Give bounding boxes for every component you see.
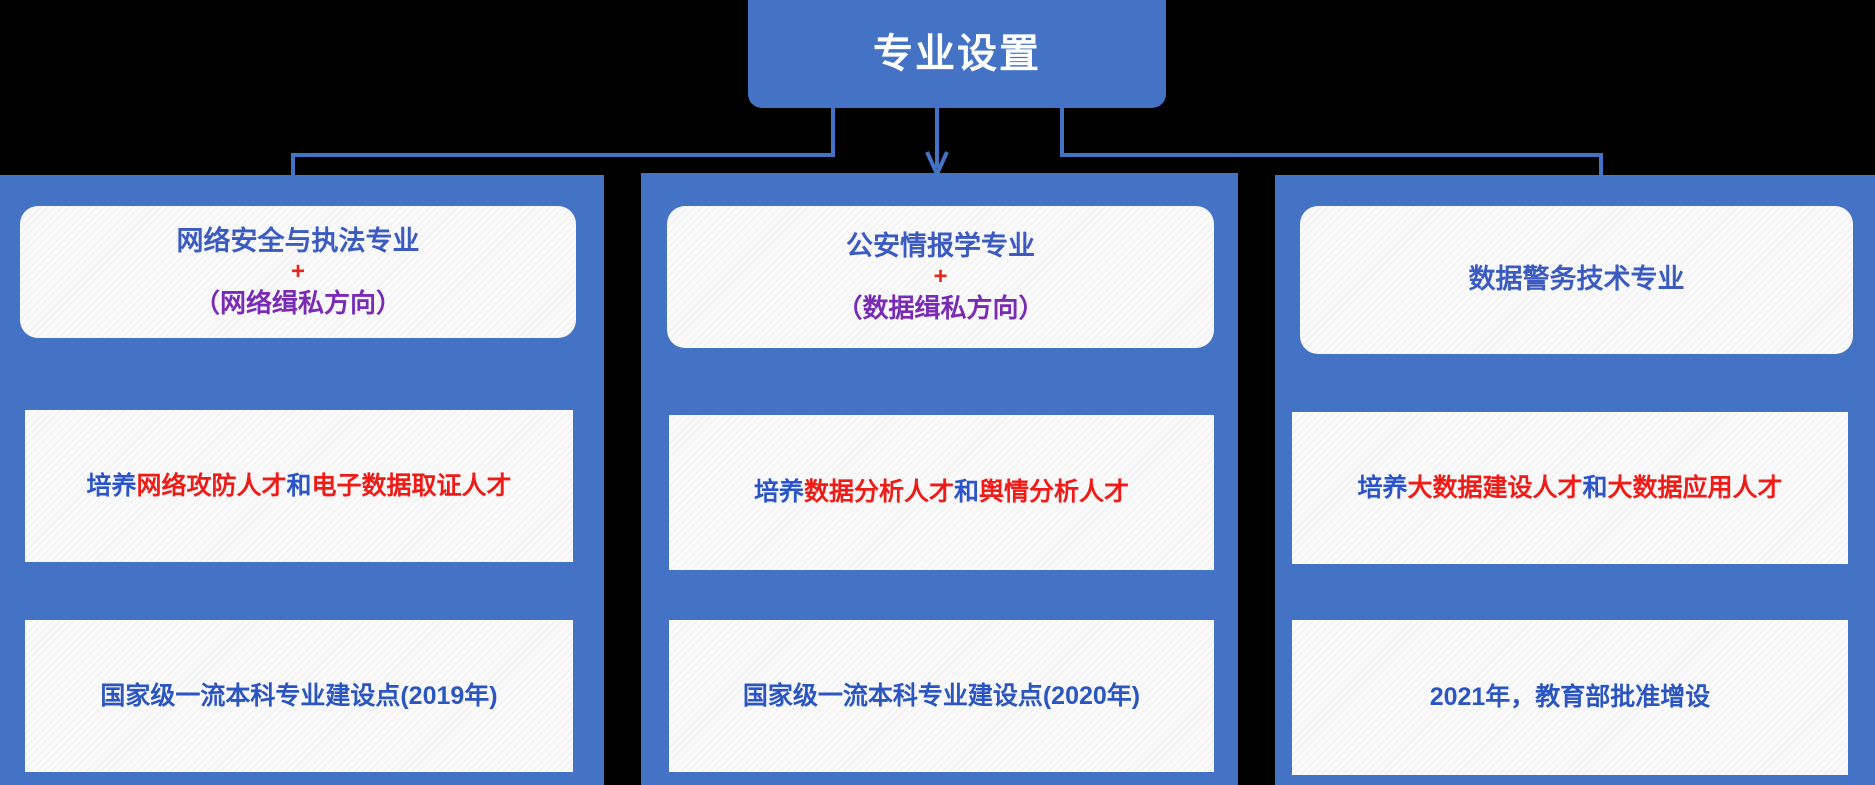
training-prefix-3: 培养	[1357, 473, 1408, 502]
training-card-2[interactable]: 培养数据分析人才和舆情分析人才	[669, 415, 1214, 570]
training-text-1: 培养网络攻防人才和电子数据取证人才	[86, 470, 511, 503]
training-text-2: 培养数据分析人才和舆情分析人才	[754, 476, 1129, 509]
training-card-1[interactable]: 培养网络攻防人才和电子数据取证人才	[25, 410, 573, 562]
plus-sign-1: +	[290, 258, 305, 286]
training-conj-2: 和	[954, 478, 980, 507]
training-conj-1: 和	[286, 471, 312, 500]
major-direction-2: （数据缉私方向）	[836, 292, 1045, 323]
training-card-3[interactable]: 培养大数据建设人才和大数据应用人才	[1292, 412, 1848, 564]
diagram-title-text: 专业设置	[873, 32, 1041, 76]
status-text-3: 2021年，教育部批准增设	[1429, 683, 1711, 712]
diagram-title-box: 专业设置	[748, 0, 1166, 108]
status-card-2[interactable]: 国家级一流本科专业建设点(2020年)	[669, 620, 1214, 772]
training-second-2: 舆情分析人才	[979, 478, 1130, 507]
major-name-2: 公安情报学专业	[846, 230, 1035, 261]
status-card-3[interactable]: 2021年，教育部批准增设	[1292, 620, 1848, 775]
plus-sign-2: +	[933, 263, 948, 291]
major-name-1: 网络安全与执法专业	[176, 225, 420, 256]
major-name-3: 数据警务技术专业	[1468, 264, 1685, 295]
training-first-1: 网络攻防人才	[136, 471, 287, 500]
major-card-3[interactable]: 数据警务技术专业	[1300, 206, 1853, 354]
training-first-3: 大数据建设人才	[1407, 473, 1583, 502]
training-second-3: 大数据应用人才	[1607, 473, 1783, 502]
major-direction-1: （网络缉私方向）	[193, 287, 402, 318]
status-text-2: 国家级一流本科专业建设点(2020年)	[742, 681, 1141, 710]
status-card-1[interactable]: 国家级一流本科专业建设点(2019年)	[25, 620, 573, 772]
major-card-1[interactable]: 网络安全与执法专业 + （网络缉私方向）	[20, 206, 576, 338]
major-card-2[interactable]: 公安情报学专业 + （数据缉私方向）	[667, 206, 1214, 348]
connector-left	[291, 108, 835, 176]
training-second-1: 电子数据取证人才	[311, 471, 512, 500]
status-text-1: 国家级一流本科专业建设点(2019年)	[100, 681, 498, 710]
training-conj-3: 和	[1582, 473, 1608, 502]
training-text-3: 培养大数据建设人才和大数据应用人才	[1357, 472, 1782, 505]
connector-right	[1060, 108, 1603, 176]
training-prefix-1: 培养	[86, 471, 137, 500]
training-prefix-2: 培养	[753, 478, 804, 507]
training-first-2: 数据分析人才	[803, 478, 954, 507]
connector-center-arrowhead	[925, 151, 949, 179]
